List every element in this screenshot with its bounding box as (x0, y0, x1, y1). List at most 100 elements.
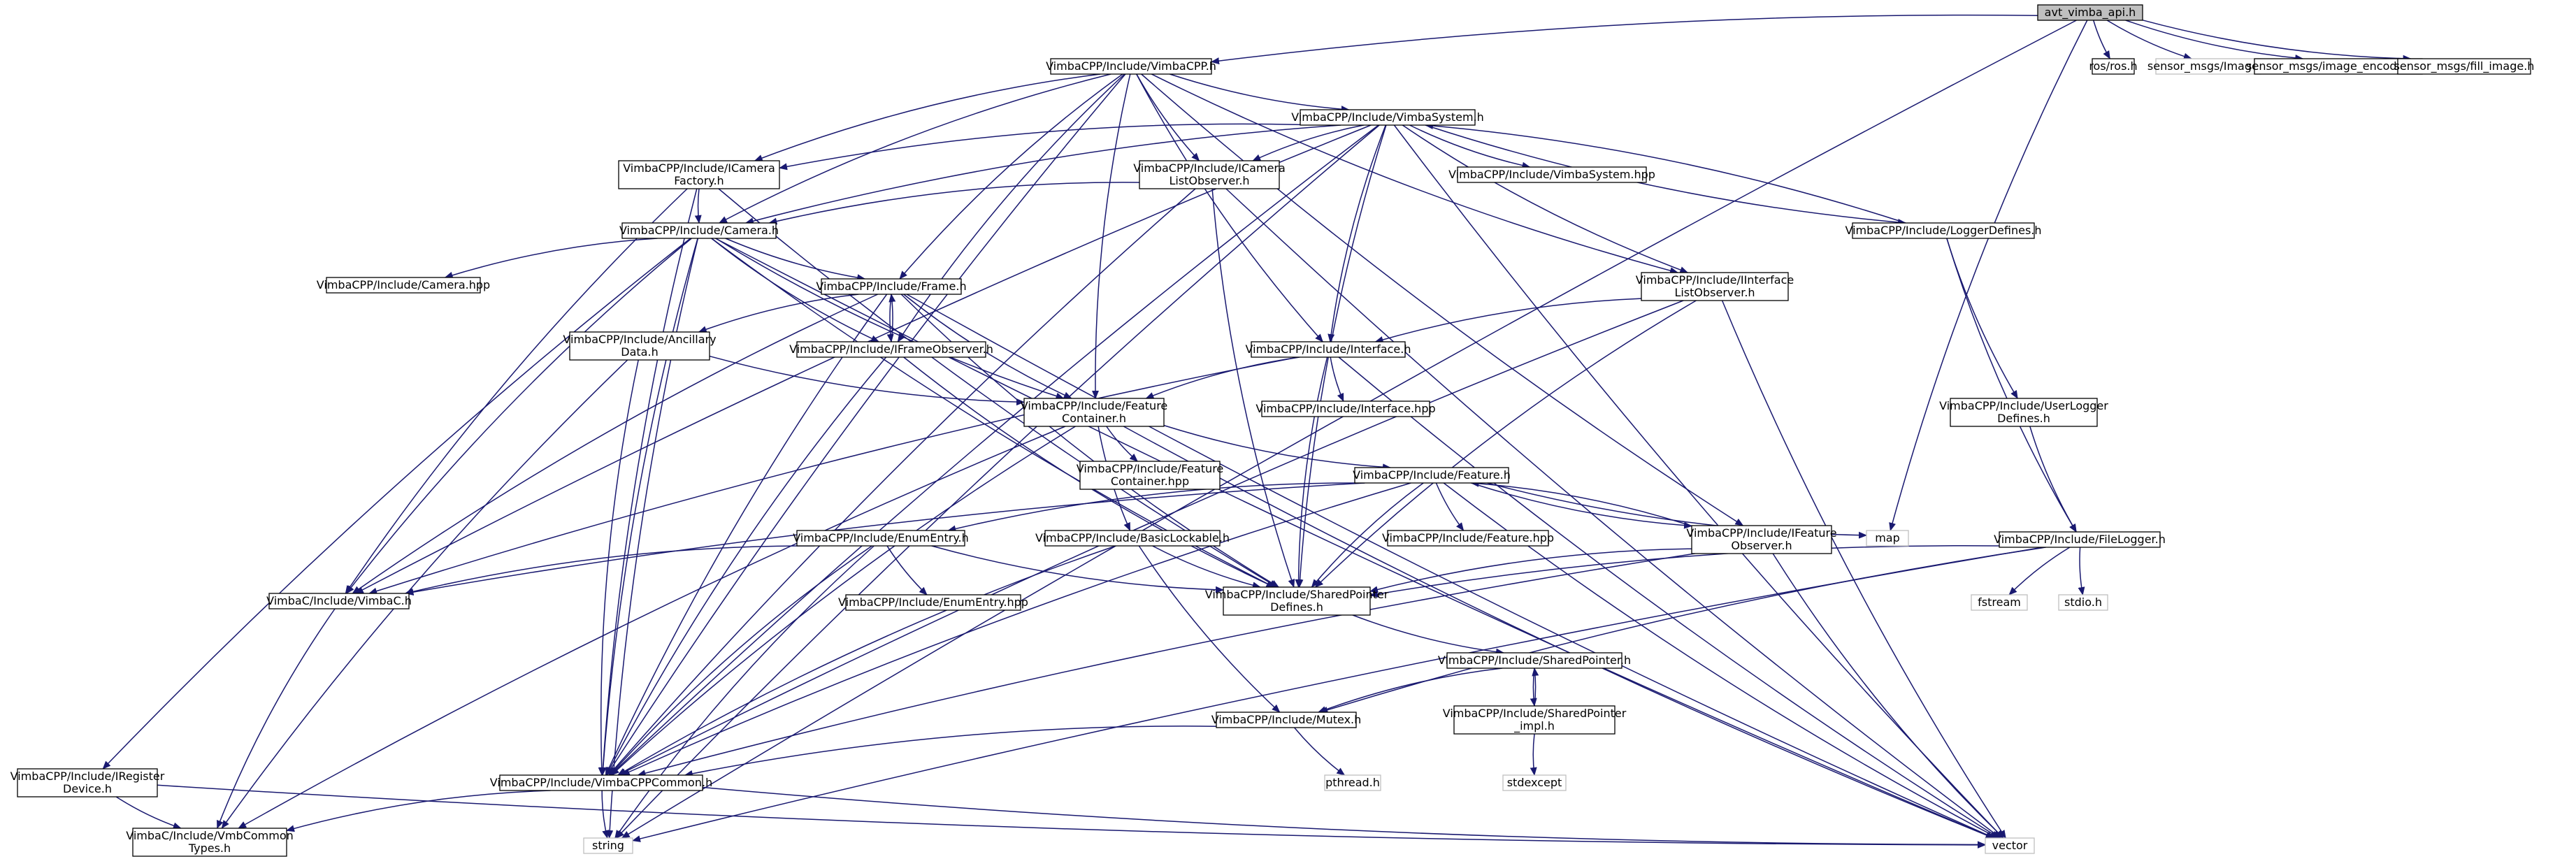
node-box[interactable] (796, 341, 986, 358)
node-sptr[interactable]: VimbaCPP/Include/SharedPointer.h (1438, 652, 1631, 669)
node-box[interactable] (1216, 712, 1357, 728)
edge-vsys-to-icamlo (1252, 124, 1364, 161)
edge-vsys-to-icamfac (779, 123, 1301, 171)
node-box[interactable] (1079, 461, 1221, 490)
node-box[interactable] (2058, 594, 2108, 611)
edge-ifeatobs-to-sptrdef (1369, 548, 1692, 593)
node-box[interactable] (845, 594, 1021, 611)
node-box[interactable] (1324, 774, 1381, 791)
node-box[interactable] (326, 277, 481, 294)
node-box[interactable] (1641, 272, 1789, 301)
node-box[interactable] (1050, 58, 1212, 75)
node-box[interactable] (268, 593, 410, 609)
node-vcppcommon[interactable]: VimbaCPP/Include/VimbaCPPCommon.h (490, 774, 712, 791)
node-box[interactable] (1950, 398, 2098, 427)
node-box[interactable] (796, 530, 965, 547)
node-iintlo[interactable]: VimbaCPP/Include/IInterfaceListObserver.… (1636, 272, 1794, 301)
node-camera[interactable]: VimbaCPP/Include/Camera.h (619, 222, 779, 239)
node-box[interactable] (1971, 594, 2028, 611)
node-mutex[interactable]: VimbaCPP/Include/Mutex.h (1211, 712, 1362, 728)
node-camhpp[interactable]: VimbaCPP/Include/Camera.hpp (317, 277, 490, 294)
node-label: VimbaCPP/Include/SharedPointer (1205, 588, 1389, 601)
node-stdexcept[interactable]: stdexcept (1502, 774, 1567, 791)
node-box[interactable] (1023, 398, 1165, 427)
edge-line (1330, 356, 1344, 402)
edge-line (346, 238, 692, 594)
node-box[interactable] (132, 828, 287, 857)
node-ros[interactable]: ros/ros.h (2089, 58, 2138, 75)
edge-root-to-vimbacpp (1211, 14, 2038, 65)
node-box[interactable] (1139, 160, 1280, 189)
node-stdio[interactable]: stdio.h (2058, 594, 2108, 611)
node-filelogger[interactable]: VimbaCPP/Include/FileLogger.h (1994, 531, 2166, 548)
node-box[interactable] (1044, 530, 1221, 547)
node-box[interactable] (621, 222, 777, 239)
node-sm_fill[interactable]: sensor_msgs/fill_image.h (2394, 58, 2535, 75)
node-box[interactable] (1852, 222, 2035, 239)
node-label: Defines.h (1270, 600, 1323, 614)
edge-line (698, 294, 859, 333)
node-interfacehpp[interactable]: VimbaCPP/Include/Interface.hpp (1255, 400, 1436, 417)
node-box[interactable] (1502, 774, 1567, 791)
node-box[interactable] (1387, 530, 1549, 547)
node-frame[interactable]: VimbaCPP/Include/Frame.h (816, 278, 967, 295)
node-vector[interactable]: vector (1985, 837, 2035, 854)
node-interface[interactable]: VimbaCPP/Include/Interface.h (1246, 341, 1411, 358)
node-vsyshpp[interactable]: VimbaCPP/Include/VimbaSystem.hpp (1448, 166, 1655, 183)
node-fstream[interactable]: fstream (1971, 594, 2028, 611)
node-box[interactable] (1446, 652, 1622, 669)
node-box[interactable] (17, 768, 158, 797)
edge-enumentry-to-string (614, 545, 875, 839)
node-loggerdef[interactable]: VimbaCPP/Include/LoggerDefines.h (1845, 222, 2042, 239)
node-box[interactable] (2092, 58, 2135, 75)
node-sptrimpl[interactable]: VimbaCPP/Include/SharedPointer_impl.h (1443, 705, 1627, 735)
node-box[interactable] (1354, 467, 1509, 484)
node-box[interactable] (1866, 530, 1909, 547)
node-feature[interactable]: VimbaCPP/Include/Feature.h (1353, 467, 1511, 484)
node-featurehpp[interactable]: VimbaCPP/Include/Feature.hpp (1382, 530, 1554, 547)
node-box[interactable] (1251, 341, 1406, 358)
node-box[interactable] (821, 278, 962, 295)
node-map[interactable]: map (1866, 530, 1909, 547)
node-box[interactable] (1457, 166, 1647, 183)
node-vimbacpp[interactable]: VimbaCPP/Include/VimbaCPP.h (1046, 58, 1216, 75)
node-box[interactable] (618, 160, 780, 189)
node-box[interactable] (1691, 525, 1832, 554)
node-enumentry[interactable]: VimbaCPP/Include/EnumEntry.h (793, 530, 969, 547)
edge-loggerdef-to-vsys (1425, 122, 1906, 224)
node-label: VimbaCPP/Include/VimbaCPPCommon.h (490, 776, 712, 789)
node-box[interactable] (1985, 837, 2035, 854)
node-label: pthread.h (1325, 776, 1380, 789)
node-box[interactable] (569, 331, 710, 361)
node-vimbac[interactable]: VimbaC/Include/VimbaC.h (266, 593, 412, 609)
edge-sptr-to-mutex (1317, 667, 1503, 713)
node-box[interactable] (1453, 705, 1616, 735)
node-box[interactable] (1261, 400, 1430, 417)
edge-line (238, 426, 1066, 829)
node-box[interactable] (2037, 4, 2143, 21)
node-iframeobs[interactable]: VimbaCPP/Include/IFrameObserver.h (789, 341, 993, 358)
node-box[interactable] (2397, 58, 2531, 75)
node-box[interactable] (1223, 586, 1371, 616)
node-box[interactable] (1999, 531, 2161, 548)
node-box[interactable] (583, 837, 633, 854)
node-enumentryhpp[interactable]: VimbaCPP/Include/EnumEntry.hpp (838, 594, 1028, 611)
node-box[interactable] (1300, 109, 1476, 126)
node-root[interactable]: avt_vimba_api.h (2037, 4, 2143, 21)
node-vsys[interactable]: VimbaCPP/Include/VimbaSystem.h (1291, 109, 1484, 126)
edge-line (1136, 73, 1200, 161)
node-basiclock[interactable]: VimbaCPP/Include/BasicLockable.h (1035, 530, 1230, 547)
node-string[interactable]: string (583, 837, 633, 854)
node-box[interactable] (499, 774, 703, 791)
node-pthread[interactable]: pthread.h (1324, 774, 1381, 791)
